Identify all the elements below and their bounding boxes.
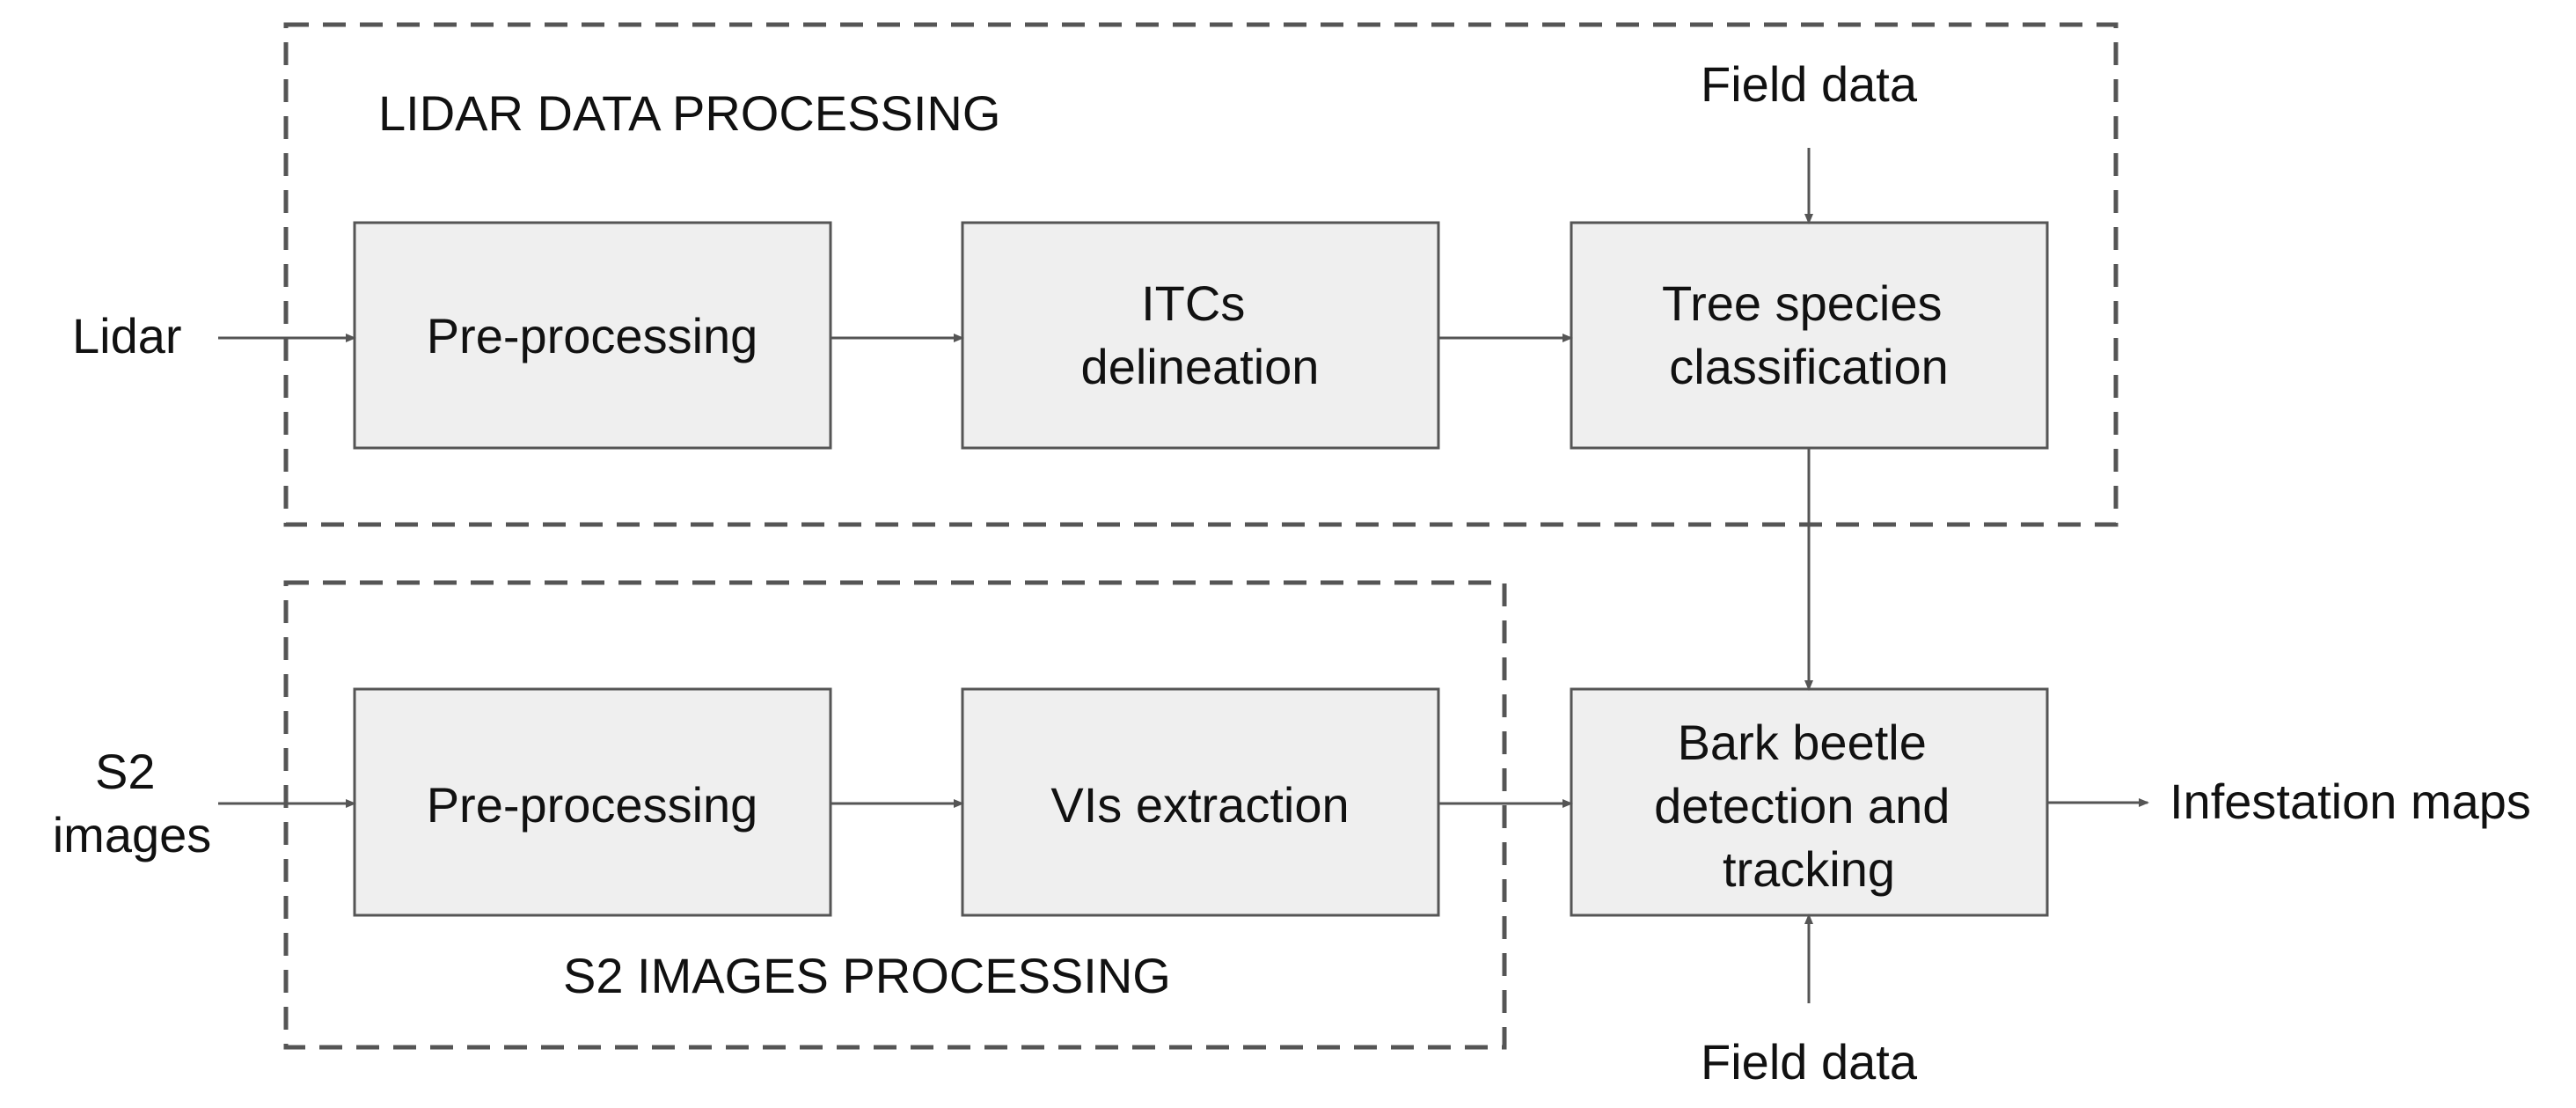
input-label-s2-images: S2 images	[53, 744, 212, 862]
node-box-itcs-delineation	[961, 221, 1440, 450]
input-label-line: images	[53, 807, 212, 862]
node-label-line: Pre-processing	[427, 308, 758, 363]
group-title-s2-images-processing: S2 IMAGES PROCESSING	[563, 948, 1171, 1003]
node-label-line: classification	[1669, 339, 1948, 394]
input-label-line: S2	[95, 744, 156, 799]
node-box-lidar-pre-processing	[353, 221, 832, 450]
input-label-field-data-bottom: Field data	[1701, 1034, 1918, 1090]
node-label-vis-extraction: VIs extraction	[1050, 777, 1349, 833]
node-label-line: Pre-processing	[427, 777, 758, 833]
group-title-lidar-data-processing: LIDAR DATA PROCESSING	[378, 85, 1000, 141]
node-label-lidar-pre-processing: Pre-processing	[427, 308, 758, 363]
node-label-s2-pre-processing: Pre-processing	[427, 777, 758, 833]
node-box-s2-pre-processing	[353, 687, 832, 917]
node-label-line: tracking	[1723, 841, 1895, 897]
node-label-bark-beetle-detection: Bark beetle detection and tracking	[1654, 715, 1964, 897]
node-box-tree-species-classification	[1570, 221, 2049, 450]
node-label-line: detection and	[1654, 778, 1950, 833]
node-label-itcs-delineation: ITCs delineation	[1081, 275, 1320, 394]
input-label-field-data-top: Field data	[1701, 56, 1918, 112]
node-box-bark-beetle-detection	[1570, 687, 2049, 917]
group-lidar-data-processing	[283, 22, 2119, 527]
node-label-line: delineation	[1081, 339, 1320, 394]
node-label-line: Tree species	[1662, 275, 1943, 331]
node-label-line: ITCs	[1141, 275, 1245, 331]
node-label-line: VIs extraction	[1050, 777, 1349, 833]
input-label-lidar: Lidar	[72, 308, 182, 363]
node-label-tree-species-classification: Tree species classification	[1662, 275, 1956, 394]
group-s2-images-processing	[283, 580, 1507, 1050]
output-label-infestation-maps: Infestation maps	[2170, 774, 2531, 829]
node-label-line: Bark beetle	[1678, 715, 1927, 770]
